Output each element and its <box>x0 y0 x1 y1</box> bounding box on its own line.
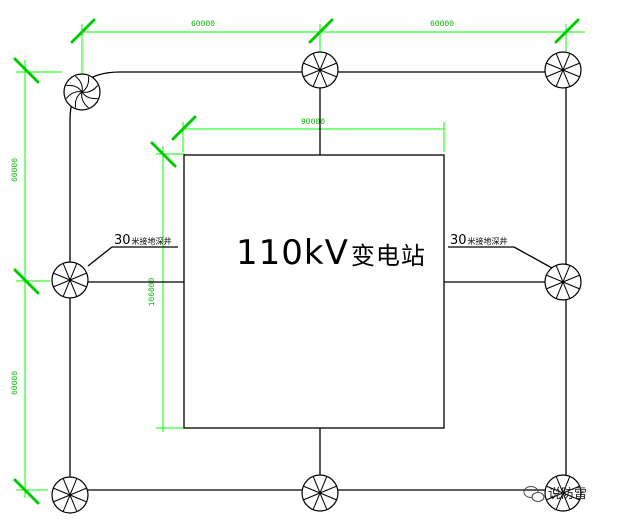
grounding-wells <box>51 51 582 514</box>
well-label-right: 30米接地深井 <box>448 233 553 269</box>
grounding-well-icon <box>51 476 89 514</box>
dim-inner-left: 106000 <box>148 277 157 306</box>
grounding-well-icon <box>544 474 582 512</box>
grounding-well-icon <box>544 51 582 89</box>
grounding-well-icon <box>301 474 339 512</box>
grounding-well-icon <box>301 51 339 89</box>
dim-left-lower: 60000 <box>11 371 20 395</box>
wechat-icon <box>523 486 545 502</box>
well-label-right-text: 30米接地深井 <box>450 233 508 248</box>
well-label-left: 30米接地深井 <box>87 233 178 267</box>
dim-left-upper: 60000 <box>11 158 20 182</box>
grounding-grid <box>69 71 567 491</box>
substation-title: 110kV变电站 <box>236 233 426 273</box>
dim-inner-top: 90000 <box>301 118 325 127</box>
dim-top-right: 60000 <box>430 20 454 29</box>
grounding-well-icon <box>544 263 582 301</box>
dim-top-left: 60000 <box>191 20 215 29</box>
watermark-text: 说防雷 <box>548 486 587 502</box>
dimension-ticks <box>13 18 580 505</box>
grounding-well-icon <box>51 261 89 299</box>
substation-building <box>183 154 445 429</box>
grounding-well-icon <box>63 73 101 111</box>
well-label-left-text: 30米接地深井 <box>114 233 172 248</box>
